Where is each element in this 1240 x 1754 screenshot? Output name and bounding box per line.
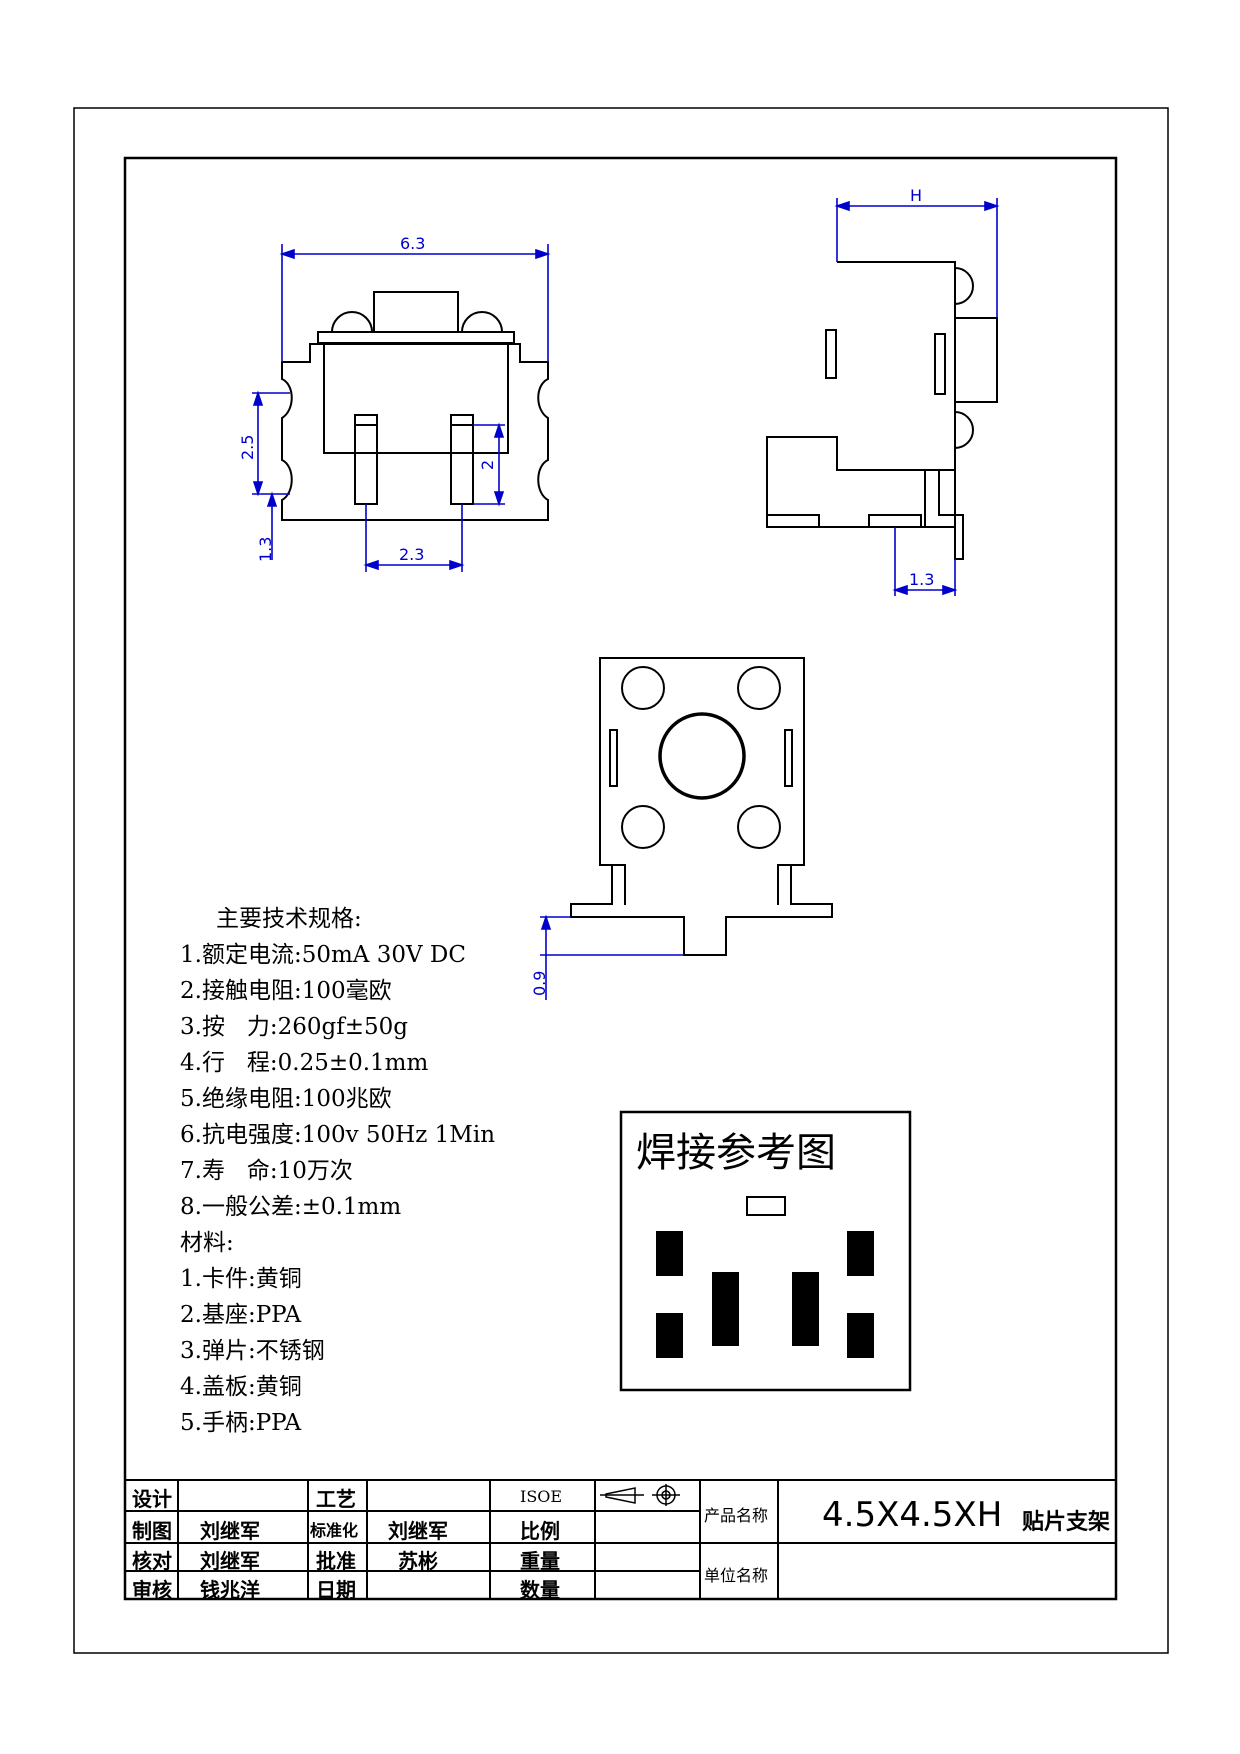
tb-standard-name: 刘继军 xyxy=(388,1519,448,1543)
inner-border xyxy=(123,156,1118,1601)
tb-date: 日期 xyxy=(316,1578,356,1602)
side-view xyxy=(766,261,998,560)
dim-bottom-pin: 0.9 xyxy=(530,970,549,996)
spec-line: 4.行 程:0.25±0.1mm xyxy=(180,1050,429,1076)
tb-unit-name-label: 单位名称 xyxy=(704,1566,769,1585)
dim-front-width: 6.3 xyxy=(400,234,426,253)
spec-line: 1.额定电流:50mA 30V DC xyxy=(180,942,466,968)
material-line: 2.基座:PPA xyxy=(180,1302,302,1328)
spec-line: 2.接触电阻:100毫欧 xyxy=(180,978,392,1004)
bottom-view-dimensions xyxy=(540,914,684,1000)
front-view-dimensions xyxy=(252,244,551,572)
dim-side-width: H xyxy=(910,186,923,205)
tb-product-name-label: 产品名称 xyxy=(704,1506,769,1525)
materials-title: 材料: xyxy=(180,1230,234,1256)
tb-drawing-name: 刘继军 xyxy=(200,1519,260,1543)
tb-review-name: 钱兆洋 xyxy=(200,1578,260,1602)
tb-drawing: 制图 xyxy=(132,1519,172,1543)
tb-product-subtitle: 贴片支架 xyxy=(1022,1510,1111,1535)
specs-title: 主要技术规格: xyxy=(216,906,362,932)
tb-quantity: 数量 xyxy=(520,1578,560,1602)
tb-check: 核对 xyxy=(132,1549,172,1573)
tb-scale: 比例 xyxy=(520,1519,560,1543)
dim-front-pin-length: 2 xyxy=(478,459,497,470)
tb-weight: 重量 xyxy=(520,1549,560,1573)
material-line: 1.卡件:黄铜 xyxy=(180,1266,302,1292)
spec-line: 3.按 力:260gf±50g xyxy=(180,1014,409,1040)
tb-process: 工艺 xyxy=(316,1487,356,1511)
side-view-dimensions xyxy=(834,198,1000,596)
tb-design: 设计 xyxy=(132,1487,172,1511)
tb-review: 审核 xyxy=(132,1578,172,1602)
spec-line: 8.一般公差:±0.1mm xyxy=(180,1194,402,1220)
tb-approve-name: 苏彬 xyxy=(398,1549,438,1573)
material-line: 4.盖板:黄铜 xyxy=(180,1374,302,1400)
title-block-grid xyxy=(125,1479,1116,1599)
solder-pads xyxy=(656,1231,874,1358)
spec-line: 6.抗电强度:100v 50Hz 1Min xyxy=(180,1122,496,1148)
tb-isoe: ISOE xyxy=(520,1487,563,1506)
outer-border xyxy=(73,107,1169,1654)
tb-product-title: 4.5X4.5XH xyxy=(822,1495,1003,1535)
spec-line: 7.寿 命:10万次 xyxy=(180,1158,353,1184)
solder-ref-title: 焊接参考图 xyxy=(636,1130,836,1176)
material-line: 3.弹片:不锈钢 xyxy=(180,1338,325,1364)
dim-front-pin-pitch: 2.3 xyxy=(399,545,425,564)
tb-standard: 标准化 xyxy=(310,1521,359,1540)
front-view xyxy=(281,291,549,521)
tb-approve: 批准 xyxy=(316,1549,356,1573)
dim-side-pin-offset: 1.3 xyxy=(909,570,935,589)
dim-front-pin-offset: 1.3 xyxy=(256,536,275,562)
bottom-view xyxy=(570,657,833,956)
projection-symbol xyxy=(600,1484,680,1506)
dim-front-height: 2.5 xyxy=(238,434,257,460)
material-line: 5.手柄:PPA xyxy=(180,1410,302,1436)
solder-ref-box xyxy=(619,1110,912,1392)
spec-line: 5.绝缘电阻:100兆欧 xyxy=(180,1086,392,1112)
tb-check-name: 刘继军 xyxy=(200,1549,260,1573)
